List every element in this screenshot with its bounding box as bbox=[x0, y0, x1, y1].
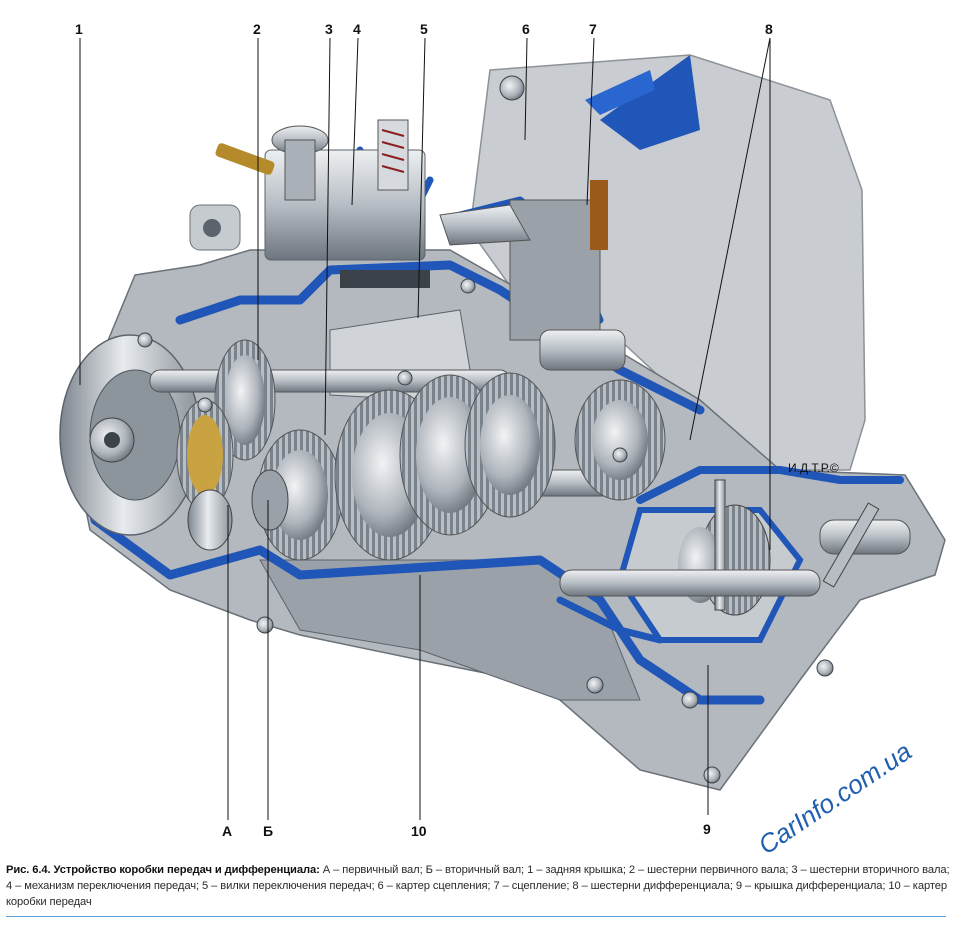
bolts bbox=[137, 75, 834, 784]
callout-10: 10 bbox=[411, 823, 427, 839]
clutch-housing bbox=[469, 54, 866, 471]
artist-credit: И.Д.Т.Р.© bbox=[788, 461, 839, 475]
shift-mechanism bbox=[189, 119, 426, 261]
callout-3: 3 bbox=[325, 21, 333, 37]
callout-6: 6 bbox=[522, 21, 530, 37]
callout-7: 7 bbox=[589, 21, 597, 37]
leader-lines bbox=[79, 37, 771, 820]
callout-9: 9 bbox=[703, 821, 711, 837]
secondary-shaft-gears bbox=[187, 372, 621, 561]
primary-shaft-gears bbox=[149, 339, 511, 511]
callout-5: 5 bbox=[420, 21, 428, 37]
callout-4: 4 bbox=[353, 21, 361, 37]
differential bbox=[559, 379, 911, 643]
figure-caption: Рис. 6.4. Устройство коробки передач и д… bbox=[6, 862, 954, 910]
callout-1: 1 bbox=[75, 21, 83, 37]
callout-8: 8 bbox=[765, 21, 773, 37]
callout-a: А bbox=[222, 823, 232, 839]
caption-body: А – первичный вал; Б – вторичный вал; 1 … bbox=[6, 864, 950, 908]
callout-2: 2 bbox=[253, 21, 261, 37]
clutch bbox=[439, 180, 626, 371]
callout-b: Б bbox=[263, 823, 273, 839]
caption-heading: Рис. 6.4. Устройство коробки передач и д… bbox=[6, 864, 320, 876]
caption-divider bbox=[6, 916, 946, 917]
